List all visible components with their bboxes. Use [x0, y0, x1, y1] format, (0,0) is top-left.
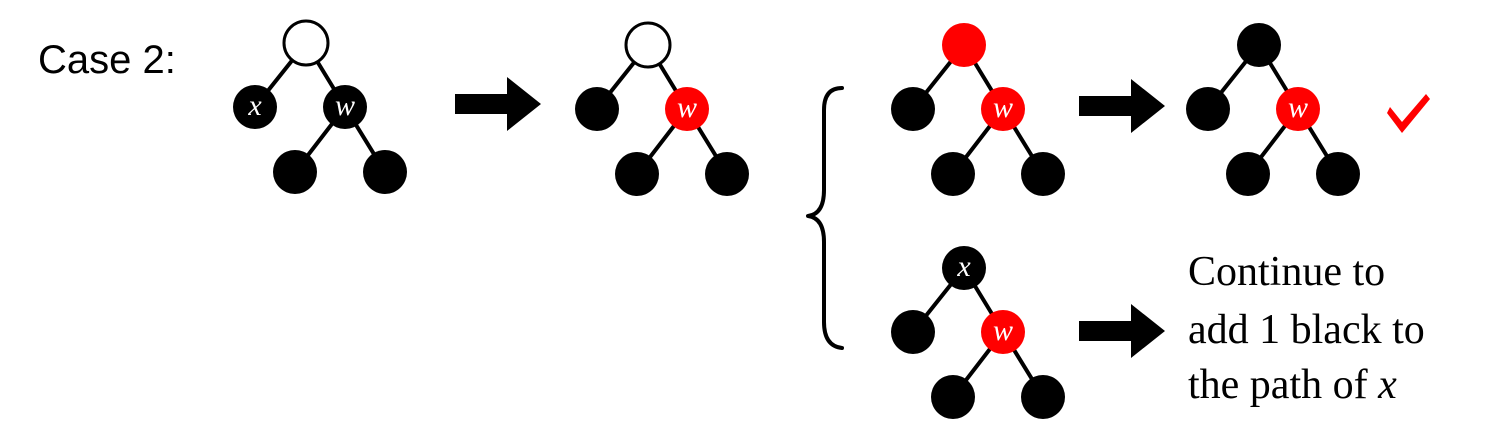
tree-node-black: [1237, 23, 1281, 67]
note-line-1: Continue to: [1188, 249, 1385, 295]
tree-node-black: [1186, 87, 1230, 131]
tree-black-parent: xw: [891, 246, 1065, 419]
tree-node-white: [624, 21, 672, 69]
tree-red-parent-fixed: w: [1186, 23, 1360, 196]
tree-node-black: [891, 87, 935, 131]
left-curly-brace-icon: [806, 86, 844, 350]
note-variable-x: x: [1377, 362, 1397, 408]
right-arrow-icon: [455, 77, 541, 131]
checkmark-icon: [1387, 94, 1430, 133]
node-label-w: w: [335, 89, 355, 122]
case-label: Case 2:: [38, 38, 176, 82]
tree-node-black: [931, 375, 975, 419]
tree-node-black: [615, 152, 659, 196]
tree-node-white: [282, 19, 330, 67]
node-label-w: w: [677, 91, 697, 124]
tree-node-black: [273, 150, 317, 194]
tree-node-red: [1276, 87, 1320, 131]
tree-node-red: [981, 310, 1025, 354]
tree-node-red: [665, 87, 709, 131]
tree-node-black: [233, 85, 277, 129]
node-label-x: x: [956, 250, 971, 283]
tree-node-black: [323, 85, 367, 129]
note-line-2: add 1 black to: [1188, 307, 1425, 353]
tree-node-black: [931, 152, 975, 196]
note-line-3: the path of x: [1188, 362, 1397, 408]
tree-node-black: [1316, 152, 1360, 196]
tree-node-black: [363, 150, 407, 194]
tree-node-black: [1021, 152, 1065, 196]
tree-node-red: [981, 87, 1025, 131]
tree-node-black: [891, 310, 935, 354]
tree-recolored: w: [575, 21, 749, 196]
node-label-w: w: [993, 314, 1013, 347]
node-label-x: x: [247, 89, 262, 122]
tree-node-black: [705, 152, 749, 196]
tree-node-black: [575, 87, 619, 131]
tree-node-black: [1226, 152, 1270, 196]
tree-node-black: [1021, 375, 1065, 419]
node-label-w: w: [1288, 91, 1308, 124]
tree-node-red: [942, 23, 986, 67]
note-line-3-prefix: the path of: [1188, 362, 1378, 408]
right-arrow-icon: [1079, 79, 1165, 133]
tree-node-black: [942, 246, 986, 290]
right-arrow-icon: [1079, 304, 1165, 358]
tree-red-parent: w: [891, 23, 1065, 196]
node-label-w: w: [993, 91, 1013, 124]
